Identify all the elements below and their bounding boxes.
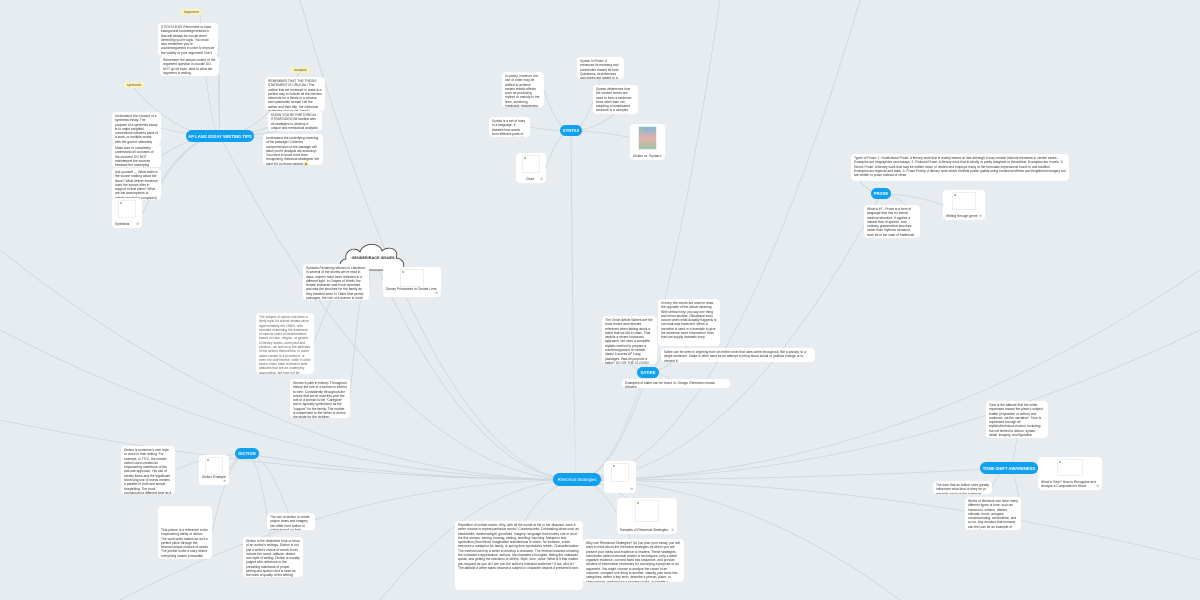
image-placeholder bbox=[1057, 459, 1083, 476]
image-placeholder bbox=[522, 155, 540, 174]
image-placeholder bbox=[400, 269, 424, 288]
image-placeholder bbox=[951, 192, 977, 211]
card-center-image[interactable] bbox=[604, 461, 636, 493]
note-diction-picture[interactable]: This picture is a reference to the empow… bbox=[158, 506, 212, 559]
note-satire-seen[interactable]: Satire can be seen in anything from an e… bbox=[661, 348, 815, 362]
note-rhetorical-strategies[interactable]: KNOW YOU'RE RHETORICAL STRATEGIES! Be fa… bbox=[268, 111, 322, 131]
note-synthesis-concept[interactable]: Understand the concept of a synthesis es… bbox=[112, 112, 161, 144]
connector-line bbox=[576, 329, 1200, 481]
note-rhetorical-devices[interactable]: Repetition of certain words: Why, with a… bbox=[455, 521, 583, 590]
connector-line bbox=[0, 329, 578, 481]
card-synthesis[interactable]: Synthesis bbox=[112, 198, 142, 228]
note-symbols-women[interactable]: Symbols Pertaining Women in Literature: … bbox=[303, 264, 369, 300]
note-synthesis-sources[interactable]: Make sure to completely understand all c… bbox=[112, 144, 161, 167]
note-what-is-prose[interactable]: What is it? - Prose is a form of languag… bbox=[864, 205, 920, 238]
note-irony[interactable]: In irony, the words are used to draw the… bbox=[658, 299, 720, 346]
note-tone-definition[interactable]: Tone is the attitude that the writer exp… bbox=[986, 401, 1048, 438]
note-syntax-rules[interactable]: Syntax is a set of rules in a language. … bbox=[489, 117, 530, 137]
note-racism[interactable]: The subject of racism has been a lively … bbox=[256, 313, 314, 374]
note-argument-background[interactable]: STICK'N 4HO! Remember to have background… bbox=[158, 23, 218, 56]
topic-ap-lang-essay-tips[interactable]: AP LANG ESSAY WRITING TIPS bbox=[186, 130, 254, 142]
card-caption: Diction vs. Syntax bbox=[633, 154, 662, 158]
connector-line bbox=[379, 479, 578, 600]
note-underlying-meaning[interactable]: Understand the underlying meaning of the… bbox=[263, 134, 323, 165]
card-caption: Chart bbox=[526, 177, 543, 181]
cloud-shape-icon bbox=[339, 243, 405, 271]
connector-line bbox=[0, 249, 578, 481]
note-syntax-structure[interactable]: Syntax determines how the chosen words a… bbox=[593, 85, 638, 114]
connector-line bbox=[160, 135, 221, 185]
note-thesis-statement[interactable]: REMEMBER THAT THE THESIS STATEMENT IS CR… bbox=[265, 77, 325, 111]
connector-line bbox=[570, 130, 578, 481]
connector-line bbox=[372, 257, 578, 481]
connector-line bbox=[576, 269, 1200, 481]
note-tone-influence[interactable]: The tone that an author uses greatly inf… bbox=[933, 481, 992, 494]
card-caption: Disney Princesses in Gender Lens bbox=[386, 287, 438, 295]
note-diction-tones[interactable]: The use of diction to create unique tone… bbox=[267, 513, 315, 530]
connector-line bbox=[219, 135, 578, 481]
note-why-rhetorical-strategies[interactable]: Why use Rhetorical Strategies? So you pl… bbox=[583, 539, 684, 582]
note-satire-examples[interactable]: Examples of satire can be found in: •Son… bbox=[622, 379, 730, 388]
topic-syntax[interactable]: SYNTAX bbox=[560, 125, 582, 136]
note-syntax-prose[interactable]: Syntax in Prose: It enhances its meaning… bbox=[577, 57, 624, 79]
topic-prose[interactable]: PROSE bbox=[871, 188, 891, 199]
card-caption: Samples of Rhetorical Strategies bbox=[620, 528, 674, 532]
note-synthesis-questions[interactable]: Ask yourself --- What claim is the sourc… bbox=[112, 168, 161, 200]
note-tone-types[interactable]: Works of literature can have many differ… bbox=[965, 497, 1021, 530]
note-diction-style[interactable]: Diction is someone's own style or voice … bbox=[121, 446, 175, 494]
connector-line bbox=[299, 0, 578, 481]
connector-line bbox=[576, 479, 1200, 561]
note-syntax-poetry[interactable]: In poetry, however, the use of order may… bbox=[502, 72, 544, 107]
topic-gender-race-issues[interactable]: GENDER/RACE ISSUES bbox=[338, 240, 408, 274]
card-caption: Diction Example bbox=[202, 475, 226, 483]
image-placeholder bbox=[634, 500, 660, 522]
card-caption bbox=[616, 487, 633, 491]
label-argument[interactable]: Argument bbox=[181, 9, 202, 15]
topic-diction[interactable]: DICTION bbox=[235, 448, 259, 459]
topic-label: GENDER/RACE ISSUES bbox=[351, 256, 395, 260]
topic-satire[interactable]: SATIRE bbox=[637, 367, 659, 378]
card-writing-through-genre[interactable]: Writing through genre bbox=[943, 190, 985, 220]
connector-line bbox=[246, 453, 292, 522]
connector-line bbox=[0, 419, 578, 481]
image-placeholder bbox=[610, 463, 630, 483]
note-womens-path[interactable]: Women's path in history: Throughout hist… bbox=[290, 379, 350, 418]
image-placeholder bbox=[205, 457, 223, 476]
label-synthesis[interactable]: synthesis bbox=[124, 82, 145, 88]
diction-vs-syntax-image bbox=[637, 126, 658, 151]
label-analysis[interactable]: Analysis bbox=[291, 67, 310, 73]
card-samples-rhetorical-strategies[interactable]: Samples of Rhetorical Strategies bbox=[617, 498, 677, 534]
central-topic-rhetorical-strategies[interactable]: Rhetorical Strategies bbox=[553, 473, 601, 486]
card-caption: What is Tone? How to Recognize and Analy… bbox=[1041, 480, 1099, 488]
image-placeholder bbox=[118, 200, 136, 219]
card-chart[interactable]: Chart bbox=[516, 153, 546, 183]
note-diction-definition[interactable]: Diction is the distinctive tone or tenor… bbox=[243, 537, 303, 577]
connector-line bbox=[545, 130, 572, 169]
connector-line bbox=[119, 479, 578, 600]
topic-tone-shift-awareness[interactable]: TONE SHIFT AWARENESS bbox=[980, 462, 1038, 474]
card-diction-vs-syntax[interactable]: Diction vs. Syntax bbox=[630, 124, 665, 160]
note-types-of-prose[interactable]: Types of Prose: 1. Nonfictional Prose: A… bbox=[851, 154, 1069, 181]
card-caption: Writing through genre bbox=[946, 214, 982, 218]
note-onion-satire[interactable]: The Onion Article Satires are the most r… bbox=[602, 316, 657, 364]
note-argument-content[interactable]: Remember the actual content of the argum… bbox=[160, 56, 219, 76]
card-what-is-tone[interactable]: What is Tone? How to Recognize and Analy… bbox=[1038, 457, 1102, 490]
card-disney-princesses[interactable]: Disney Princesses in Gender Lens bbox=[383, 267, 441, 297]
card-diction-example[interactable]: Diction Example bbox=[199, 455, 229, 485]
card-caption: Synthesis bbox=[115, 222, 139, 226]
